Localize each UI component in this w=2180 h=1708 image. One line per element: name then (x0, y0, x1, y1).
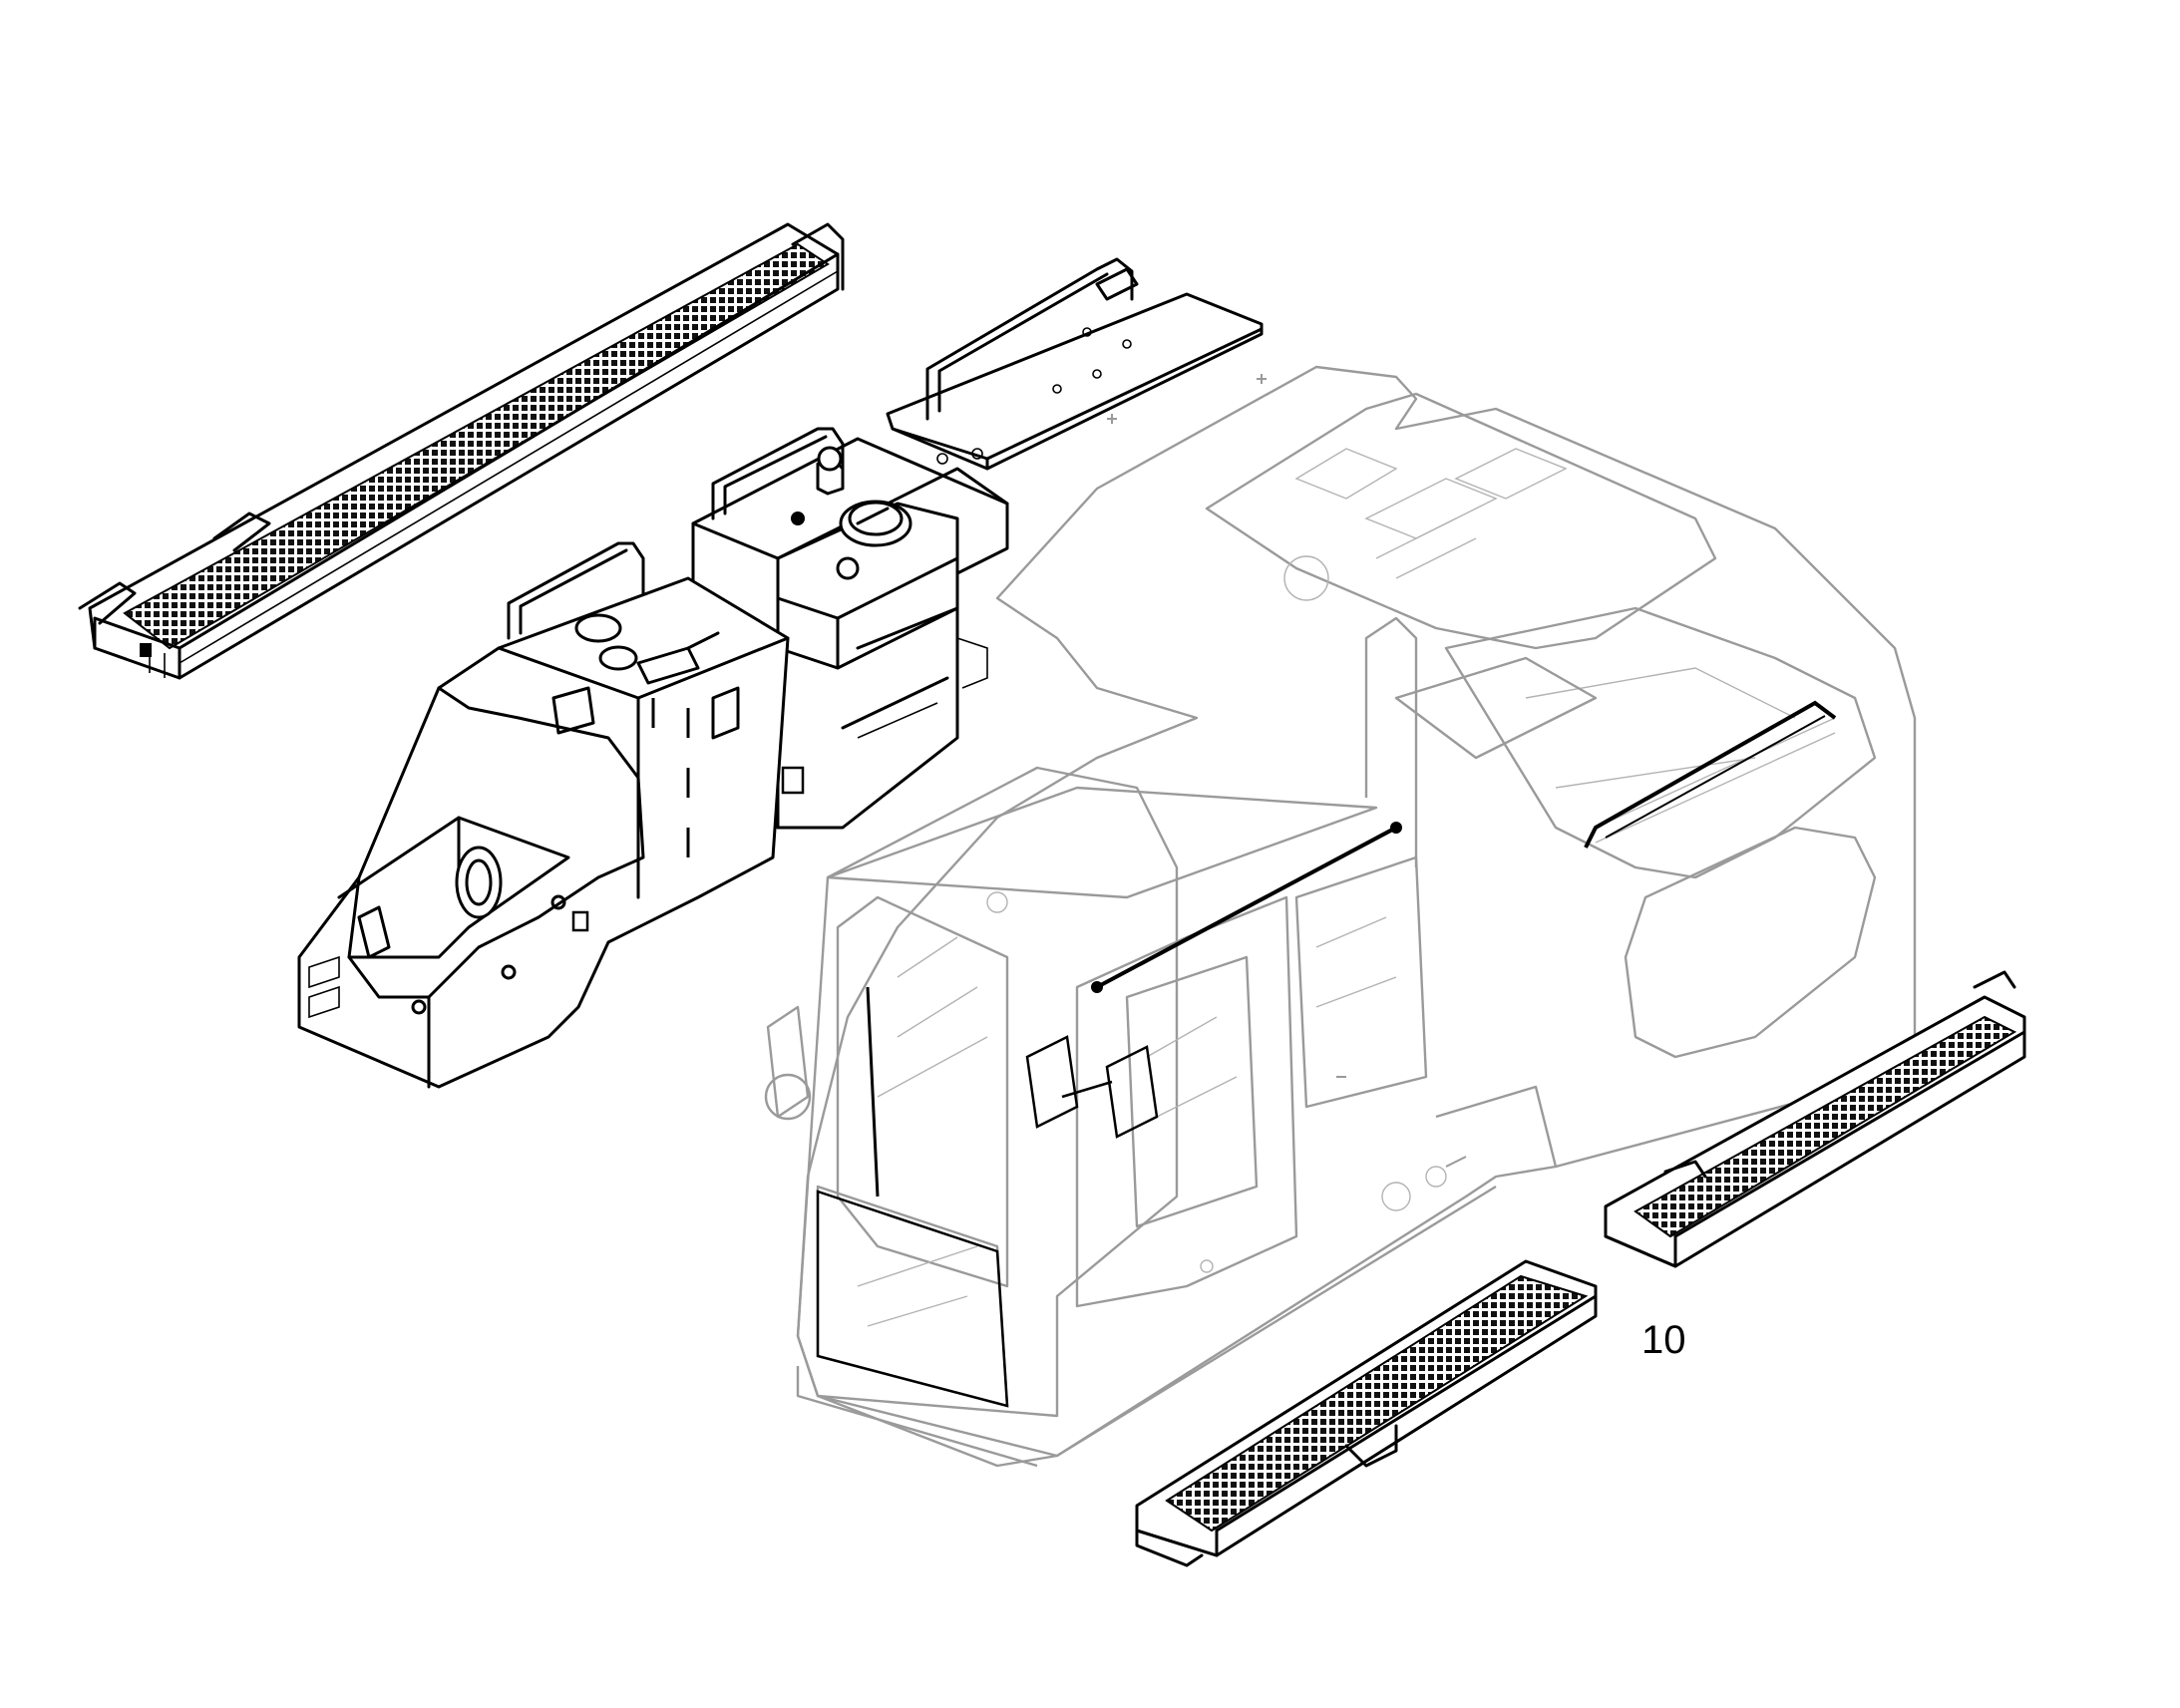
cab-front-details (816, 986, 1159, 1408)
bottom-step-grate (1135, 1259, 1598, 1567)
right-step-grate (1604, 970, 2026, 1268)
hood-handrail (1584, 700, 1837, 849)
cover-plate (886, 257, 1264, 471)
ghost-cab-assembly (764, 365, 1917, 1468)
long-step-grate (78, 222, 845, 680)
callout-label: 10 (1641, 1318, 1686, 1362)
seat-base-console (297, 541, 790, 1089)
ghost-detail-marks (1107, 374, 1467, 1168)
cab-handrail (1091, 822, 1402, 993)
